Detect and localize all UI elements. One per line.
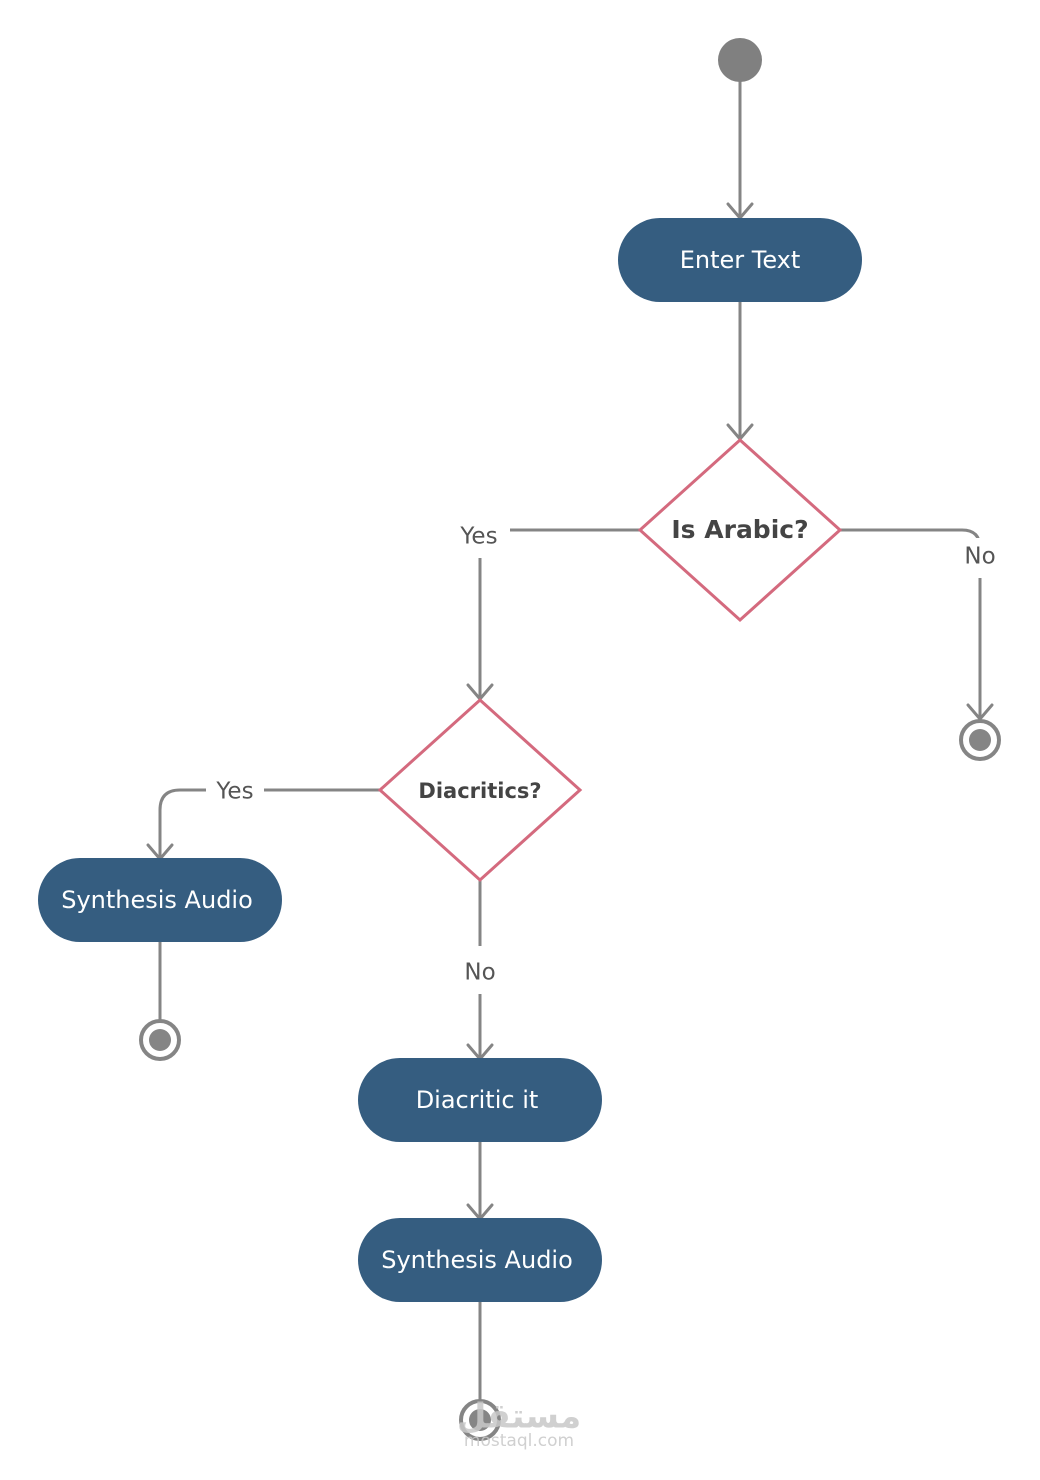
guard-diacritics-yes: Yes [206, 772, 264, 810]
activity-diacritic-it-label: Diacritic it [416, 1086, 539, 1114]
decision-diacritics-label: Diacritics? [418, 779, 541, 803]
final-node-left [139, 1019, 181, 1061]
activity-synthesis-audio-left: Synthesis Audio [38, 858, 282, 942]
watermark: مستقل mostaql.com [457, 1397, 581, 1452]
guard-diacritics-no-label: No [464, 960, 495, 986]
connectors [146, 80, 994, 1402]
guard-is-arabic-no-label: No [964, 544, 995, 570]
activity-synthesis-audio-left-label: Synthesis Audio [61, 886, 253, 914]
activity-enter-text: Enter Text [618, 218, 862, 302]
watermark-logo: مستقل [457, 1397, 581, 1437]
guard-is-arabic-yes-label: Yes [459, 524, 497, 550]
activity-synthesis-audio-bottom: Synthesis Audio [358, 1218, 602, 1302]
activity-diacritic-it: Diacritic it [358, 1058, 602, 1142]
activity-enter-text-label: Enter Text [680, 246, 801, 274]
decision-is-arabic-label: Is Arabic? [671, 515, 808, 544]
guard-diacritics-yes-label: Yes [215, 779, 253, 805]
initial-node [718, 38, 762, 82]
final-node-bottom [459, 1399, 501, 1441]
decision-diacritics: Diacritics? [377, 697, 583, 883]
guard-is-arabic-yes: Yes [450, 518, 510, 558]
final-node-right [959, 719, 1001, 761]
guard-diacritics-no: No [456, 946, 504, 994]
decision-is-arabic: Is Arabic? [637, 437, 843, 623]
activity-synthesis-audio-bottom-label: Synthesis Audio [381, 1246, 573, 1274]
edge-diacritics-yes [158, 788, 382, 859]
watermark-site: mostaql.com [464, 1431, 574, 1451]
guard-is-arabic-no: No [956, 538, 1004, 578]
